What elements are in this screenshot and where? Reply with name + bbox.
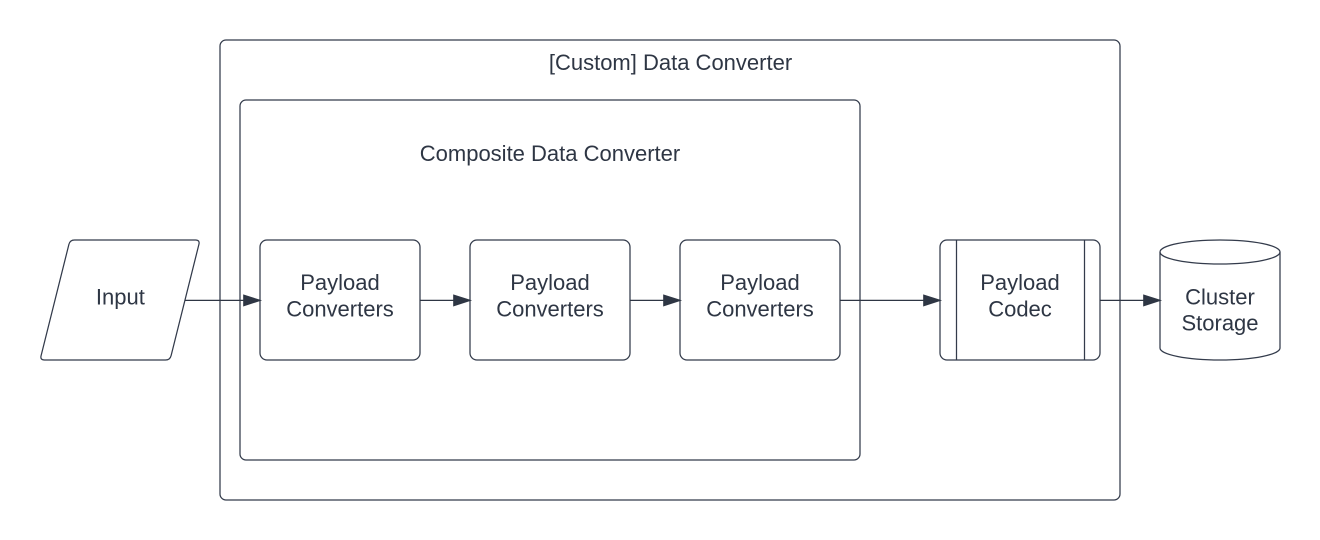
svg-text:[Custom] Data Converter: [Custom] Data Converter bbox=[549, 50, 792, 75]
svg-text:Payload: Payload bbox=[510, 270, 590, 295]
svg-text:Converters: Converters bbox=[706, 296, 814, 321]
svg-text:Input: Input bbox=[96, 284, 145, 309]
svg-text:Converters: Converters bbox=[496, 296, 604, 321]
svg-text:Composite Data Converter: Composite Data Converter bbox=[420, 141, 680, 166]
svg-text:Cluster: Cluster bbox=[1185, 284, 1255, 309]
svg-text:Payload: Payload bbox=[980, 270, 1060, 295]
svg-text:Payload: Payload bbox=[300, 270, 380, 295]
svg-text:Converters: Converters bbox=[286, 296, 394, 321]
svg-text:Codec: Codec bbox=[988, 296, 1052, 321]
svg-text:Storage: Storage bbox=[1181, 311, 1258, 336]
svg-text:Payload: Payload bbox=[720, 270, 800, 295]
